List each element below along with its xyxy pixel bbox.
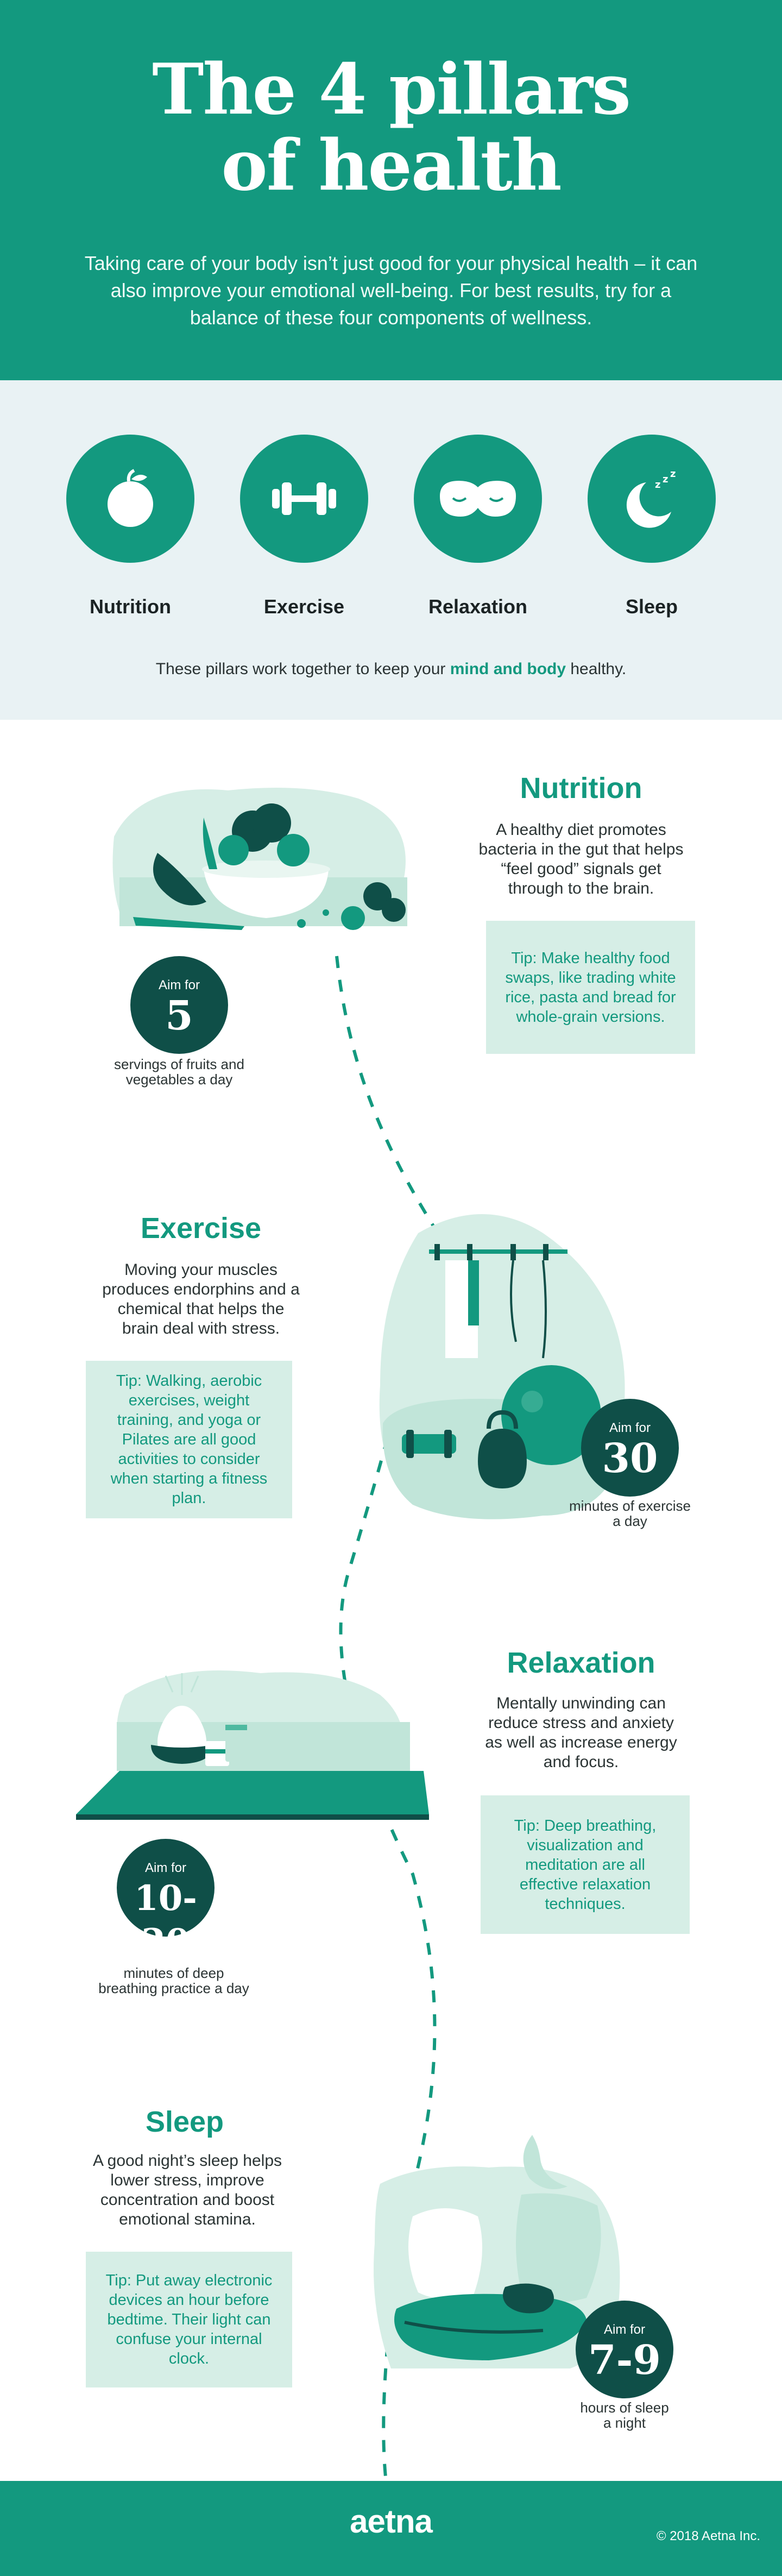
relaxation-goal-badge: Aim for 10-20 bbox=[117, 1839, 215, 1962]
pillars-note: These pillars work together to keep your… bbox=[0, 660, 782, 678]
aim-value: 30 bbox=[602, 1435, 658, 1482]
nutrition-title: Nutrition bbox=[520, 772, 642, 805]
aim-value: 5 bbox=[165, 992, 193, 1039]
nutrition-caption: servings of fruits and vegetables a day bbox=[114, 1056, 244, 1088]
svg-text:z: z bbox=[655, 479, 660, 491]
pillar-label: Relaxation bbox=[428, 595, 528, 618]
exercise-description: Moving your muscles produces endorphins … bbox=[102, 1261, 300, 1337]
note-suffix: healthy. bbox=[566, 660, 627, 678]
exercise-caption: minutes of exercise a day bbox=[569, 1498, 691, 1529]
nutrition-tip: Tip: Make healthy food swaps, like tradi… bbox=[486, 921, 695, 1054]
copyright: © 2018 Aetna Inc. bbox=[656, 2529, 760, 2543]
pillars-overview: Nutrition Exercise Relaxation bbox=[0, 380, 782, 720]
pillar-label: Nutrition bbox=[90, 595, 171, 618]
footer: aetna © 2018 Aetna Inc. bbox=[0, 2481, 782, 2576]
apple-icon bbox=[108, 469, 153, 527]
note-prefix: These pillars work together to keep your bbox=[155, 660, 450, 678]
pillar-label: Exercise bbox=[263, 595, 345, 618]
title-line-2: of health bbox=[221, 125, 562, 206]
exercise-title: Exercise bbox=[140, 1212, 262, 1245]
dumbbell-icon bbox=[272, 482, 336, 515]
pillar-relaxation: Relaxation bbox=[413, 435, 543, 618]
sleep-caption: hours of sleep a night bbox=[580, 2399, 669, 2431]
pillar-sleep: z z z Sleep bbox=[586, 435, 717, 618]
page-title: The 4 pillars of health bbox=[0, 52, 782, 204]
svg-text:z: z bbox=[670, 468, 676, 480]
nutrition-description: A healthy diet promotes bacteria in the … bbox=[478, 821, 684, 897]
header-banner: The 4 pillars of health Taking care of y… bbox=[0, 0, 782, 380]
aim-label: Aim for bbox=[144, 1861, 186, 1875]
pillar-exercise: Exercise bbox=[239, 435, 369, 618]
aim-value: 10-20 bbox=[134, 1878, 197, 1962]
exercise-goal-badge: Aim for 30 bbox=[581, 1399, 679, 1497]
title-line-1: The 4 pillars bbox=[152, 49, 631, 130]
sleep-description: A good night’s sleep helps lower stress,… bbox=[92, 2152, 282, 2228]
pillar-circle: z z z bbox=[588, 435, 716, 563]
pillar-label: Sleep bbox=[625, 595, 678, 618]
pillar-circle bbox=[414, 435, 542, 563]
aim-label: Aim for bbox=[158, 978, 200, 992]
relaxation-caption: minutes of deep breathing practice a day bbox=[98, 1965, 249, 1996]
aetna-logo: aetna bbox=[350, 2503, 433, 2540]
moon-icon: z z z bbox=[626, 468, 676, 528]
intro-text: Taking care of your body isn’t just good… bbox=[84, 252, 698, 329]
pillar-circle bbox=[66, 435, 194, 563]
relaxation-tip: Tip: Deep breathing, visualization and m… bbox=[481, 1795, 690, 1934]
relaxation-title: Relaxation bbox=[507, 1647, 655, 1679]
sleep-title: Sleep bbox=[145, 2106, 224, 2138]
aim-label: Aim for bbox=[609, 1421, 651, 1435]
aim-value: 7-9 bbox=[588, 2337, 661, 2384]
relaxation-description: Mentally unwinding can reduce stress and… bbox=[485, 1694, 677, 1771]
exercise-tip: Tip: Walking, aerobic exercises, weight … bbox=[86, 1361, 292, 1518]
sleep-tip: Tip: Put away electronic devices an hour… bbox=[86, 2252, 292, 2387]
nutrition-goal-badge: Aim for 5 bbox=[130, 956, 228, 1054]
aim-label: Aim for bbox=[603, 2322, 645, 2337]
pillar-circle bbox=[240, 435, 368, 563]
pillar-nutrition: Nutrition bbox=[65, 435, 195, 618]
note-highlight: mind and body bbox=[450, 660, 566, 678]
svg-text:z: z bbox=[663, 474, 668, 485]
sleep-mask-icon bbox=[440, 481, 516, 517]
sleep-goal-badge: Aim for 7-9 bbox=[576, 2301, 673, 2398]
